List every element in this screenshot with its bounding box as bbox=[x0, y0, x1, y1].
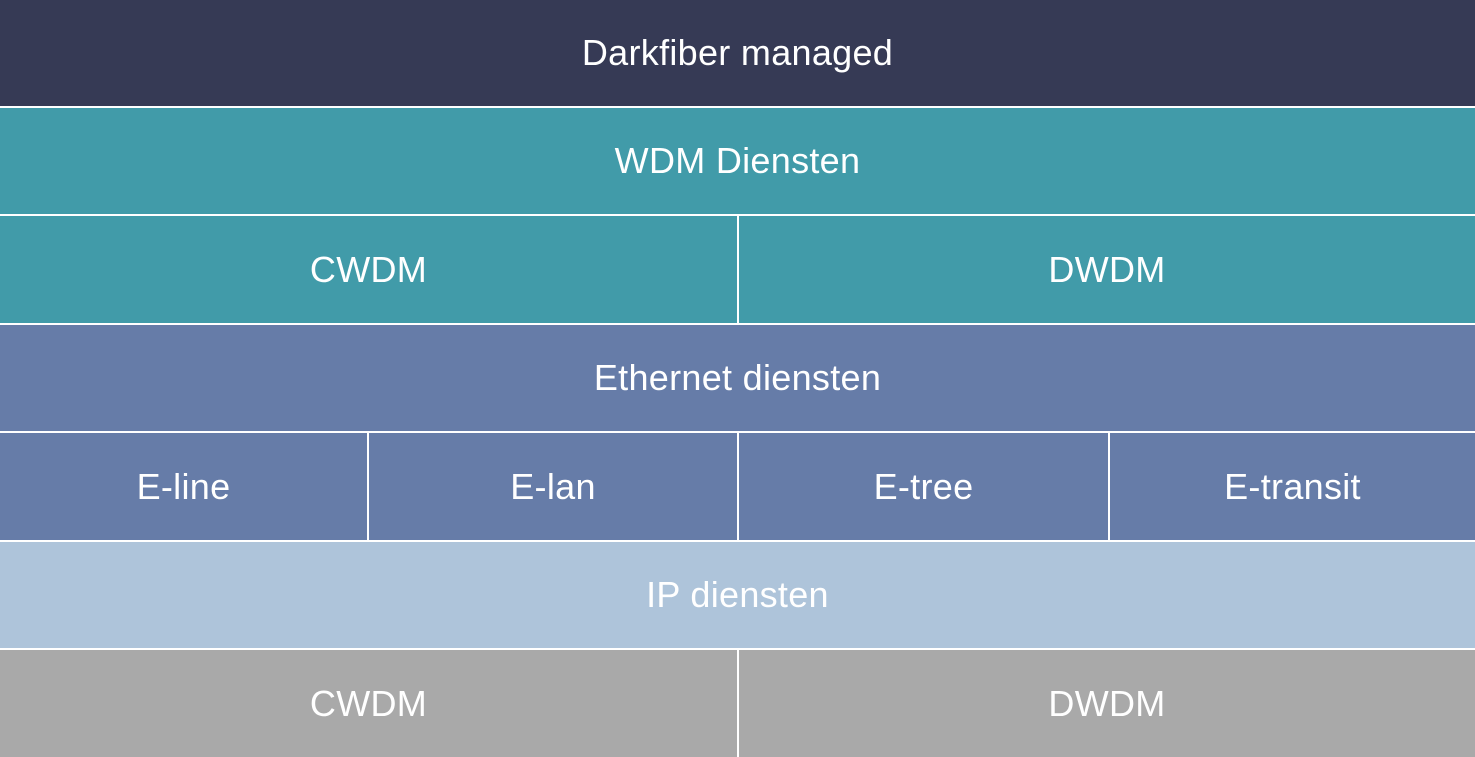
ethernet-diensten-block: Ethernet diensten bbox=[0, 325, 1475, 431]
ip-diensten-block: IP diensten bbox=[0, 542, 1475, 648]
layer-ethernet-diensten: Ethernet diensten bbox=[0, 325, 1475, 431]
layer-wdm-types: CWDM DWDM bbox=[0, 216, 1475, 323]
layer-ethernet-types: E-line E-lan E-tree E-transit bbox=[0, 433, 1475, 540]
darkfiber-managed-block: Darkfiber managed bbox=[0, 0, 1475, 106]
wdm-cwdm-block: CWDM bbox=[0, 216, 737, 323]
ethernet-e-line-block: E-line bbox=[0, 433, 367, 540]
ethernet-e-transit-block: E-transit bbox=[1110, 433, 1475, 540]
layer-wdm-diensten: WDM Diensten bbox=[0, 108, 1475, 214]
wdm-dwdm-block: DWDM bbox=[739, 216, 1475, 323]
wdm-diensten-block: WDM Diensten bbox=[0, 108, 1475, 214]
layer-base-types: CWDM DWDM bbox=[0, 650, 1475, 757]
base-dwdm-block: DWDM bbox=[739, 650, 1475, 757]
layer-darkfiber-managed: Darkfiber managed bbox=[0, 0, 1475, 106]
layer-ip-diensten: IP diensten bbox=[0, 542, 1475, 648]
ethernet-e-lan-block: E-lan bbox=[369, 433, 737, 540]
base-cwdm-block: CWDM bbox=[0, 650, 737, 757]
ethernet-e-tree-block: E-tree bbox=[739, 433, 1108, 540]
